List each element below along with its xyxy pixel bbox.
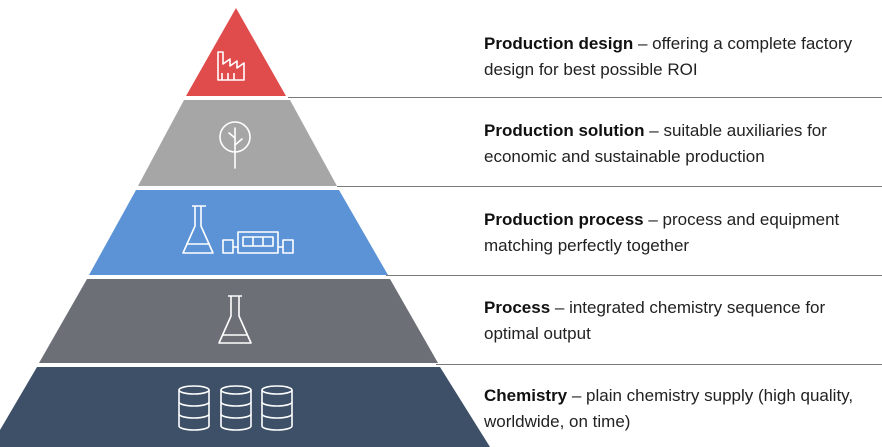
- level-text: – plain chemistry supply (high quality, …: [484, 386, 854, 431]
- level-title: Production solution: [484, 121, 645, 140]
- level-description-production-solution: Production solution – suitable auxiliari…: [484, 118, 880, 170]
- level-title: Production process: [484, 210, 644, 229]
- level-chemistry: [0, 367, 490, 447]
- barrels-icon: [178, 385, 293, 431]
- level-text: – integrated chemistry sequence for opti…: [484, 298, 826, 343]
- tree-icon: [219, 121, 251, 169]
- separator-line: [386, 275, 882, 276]
- level-title: Chemistry: [484, 386, 568, 405]
- level-description-production-design: Production design – offering a complete …: [484, 31, 880, 83]
- level-description-process: Process – integrated chemistry sequence …: [484, 295, 880, 347]
- flask-and-machine-icon: [182, 205, 294, 254]
- level-text: – offering a complete factory design for…: [484, 34, 853, 79]
- level-process: [39, 279, 438, 363]
- level-text: – process and equipment matching perfect…: [484, 210, 840, 255]
- factory-icon: [217, 51, 245, 81]
- level-title: Production design: [484, 34, 634, 53]
- level-title: Process: [484, 298, 551, 317]
- flask-icon: [218, 295, 252, 344]
- level-description-production-process: Production process – process and equipme…: [484, 207, 880, 259]
- level-description-chemistry: Chemistry – plain chemistry supply (high…: [484, 383, 880, 435]
- level-text: – suitable auxiliaries for economic and …: [484, 121, 827, 166]
- separator-line: [436, 364, 882, 365]
- level-production-design: [186, 8, 286, 96]
- separator-line: [288, 97, 882, 98]
- separator-line: [337, 186, 882, 187]
